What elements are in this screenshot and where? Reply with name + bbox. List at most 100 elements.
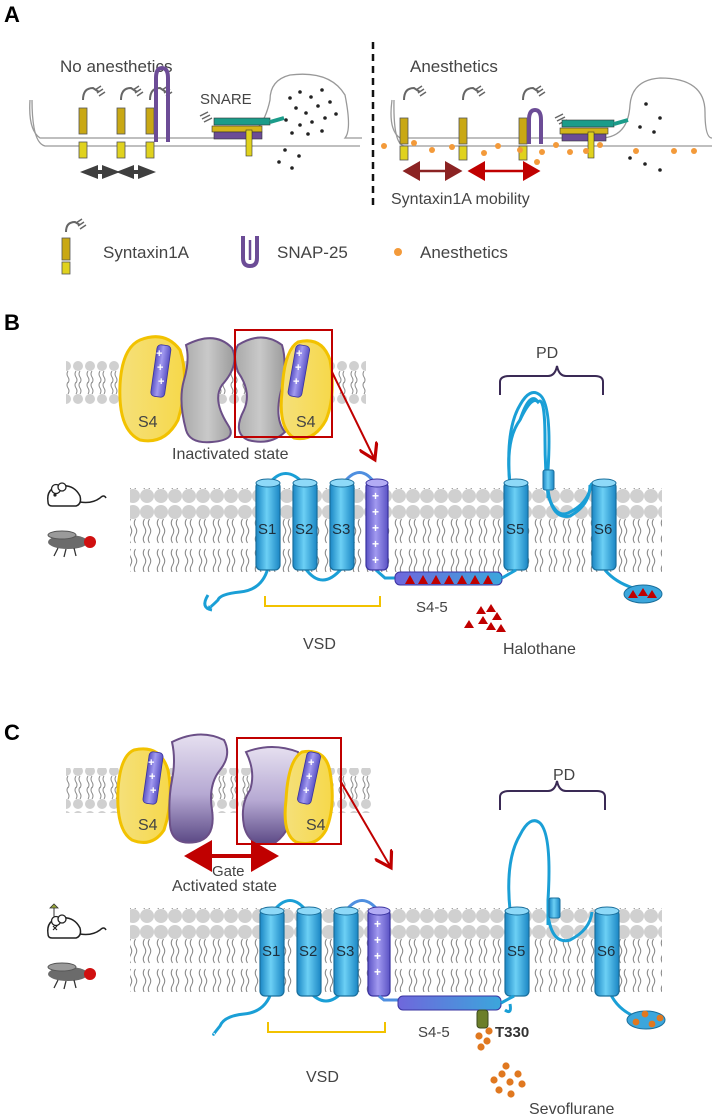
zoom-box-c (236, 737, 342, 845)
svg-text:+: + (148, 757, 154, 769)
helix-s4-c: + + + + (367, 906, 391, 997)
helix-s6-b: S6 (591, 478, 617, 571)
s4-5-linker-b: S4-5 (394, 568, 517, 616)
s4-right-c: + + + S4 (283, 749, 334, 845)
fly-icon (47, 962, 96, 990)
s4-left-b: + + + S4 (118, 335, 187, 443)
svg-text:+: + (306, 771, 312, 783)
helix-label-s1-b: S1 (258, 521, 276, 538)
s4-left-c: + + + S4 (116, 747, 172, 844)
svg-text:+: + (157, 362, 163, 374)
svg-text:+: + (150, 785, 156, 797)
svg-text:+: + (374, 917, 381, 931)
panel-b: B + + + S4 + + + S4 Inactivated state (4, 310, 663, 658)
svg-text:+: + (308, 757, 314, 769)
residue-label: T330 (495, 1024, 529, 1041)
s4-right-b: + + + S4 (279, 339, 334, 441)
zoom-box-b (234, 329, 333, 438)
snap25-legend-icon (241, 236, 259, 269)
zoom-arrow-b (331, 371, 374, 458)
anesthetics-title: Anesthetics (410, 57, 498, 76)
pore-helix-c (548, 897, 561, 919)
helix-s3-b: S3 (329, 478, 355, 571)
vsd-bracket-c (267, 1022, 386, 1033)
legend: Syntaxin1A SNAP-25 Anesthetics (61, 218, 508, 275)
pd-label-b: PD (536, 345, 558, 362)
syntaxin-legend-icon (61, 218, 87, 275)
panel-c: C + + + S4 + + + S4 Gate Activated state (4, 720, 666, 1117)
snare-complex-left: SNARE (199, 91, 285, 157)
helix-label-s6-b: S6 (594, 521, 612, 538)
s4-label-c-right: S4 (306, 817, 326, 834)
helix-s2-b: S2 (292, 478, 318, 571)
anesthetics-legend-icon (394, 248, 402, 256)
svg-text:+: + (293, 376, 299, 388)
helix-label-s5-c: S5 (507, 943, 525, 960)
sevoflurane-near-site (475, 1027, 493, 1051)
membrane-left (29, 73, 362, 147)
helix-s2-c: S2 (296, 906, 322, 997)
s4-label-b-right: S4 (296, 414, 316, 431)
helix-label-s3-b: S3 (332, 521, 350, 538)
helix-s5-c: S5 (504, 906, 530, 997)
svg-text:+: + (372, 553, 379, 567)
svg-text:+: + (156, 348, 162, 360)
cterm-site-c (626, 1010, 666, 1030)
gray-pore-b (180, 336, 287, 444)
gate-label: Gate (212, 863, 245, 880)
vsd-label-b: VSD (303, 636, 336, 653)
helix-label-s1-c: S1 (262, 943, 280, 960)
helix-label-s5-b: S5 (506, 521, 524, 538)
pd-bracket-c (499, 780, 606, 810)
inactivated-state-label: Inactivated state (172, 446, 289, 463)
panel-a: A No anesthetics Anesthetics (4, 2, 713, 275)
svg-text:+: + (372, 489, 379, 503)
svg-text:+: + (374, 965, 381, 979)
svg-text:+: + (295, 362, 301, 374)
sevoflurane-molecules (490, 1062, 526, 1098)
helix-label-s3-c: S3 (336, 943, 354, 960)
snare-label: SNARE (200, 91, 252, 108)
helix-s4-b: + + + + + (365, 478, 389, 571)
linker-label-c: S4-5 (418, 1024, 450, 1041)
svg-text:+: + (158, 376, 164, 388)
mouse-icon (47, 903, 107, 939)
s4-label-b-left: S4 (138, 414, 158, 431)
t330-residue: T330 (476, 1009, 529, 1041)
linker-label-b: S4-5 (416, 599, 448, 616)
helix-label-s2-c: S2 (299, 943, 317, 960)
svg-text:+: + (372, 521, 379, 535)
panel-letter-a: A (4, 2, 20, 27)
mobility-label: Syntaxin1A mobility (391, 191, 530, 208)
no-anesthetics-title: No anesthetics (60, 57, 172, 76)
svg-text:+: + (374, 949, 381, 963)
legend-anesthetics: Anesthetics (420, 243, 508, 262)
helix-s3-c: S3 (333, 906, 359, 997)
mouse-icon (47, 482, 107, 507)
big-membrane-b (130, 488, 662, 572)
zoom-arrow-c (340, 781, 390, 866)
legend-snap25: SNAP-25 (277, 243, 348, 262)
panel-letter-b: B (4, 310, 20, 335)
helix-label-s6-c: S6 (597, 943, 615, 960)
helix-s6-c: S6 (594, 906, 620, 997)
legend-syntaxin: Syntaxin1A (103, 243, 190, 262)
big-membrane-c (130, 908, 662, 992)
svg-text:+: + (149, 771, 155, 783)
panel-letter-c: C (4, 720, 20, 745)
activated-state-label: Activated state (172, 878, 277, 895)
sevoflurane-label: Sevoflurane (529, 1101, 614, 1117)
svg-text:+: + (374, 933, 381, 947)
helix-s1-c: S1 (259, 906, 285, 997)
s4-5-linker-c: S4-5 (378, 994, 515, 1041)
cterm-site-b (623, 584, 663, 604)
pd-label-c: PD (553, 767, 575, 784)
vsd-bracket-b (264, 596, 381, 607)
pd-loop-b (507, 391, 551, 498)
membrane-right (390, 77, 713, 147)
fly-icon (47, 530, 96, 558)
lavender-pore-c (168, 733, 302, 845)
pore-helix-b (542, 469, 555, 491)
vesicle-dots-right (628, 102, 662, 172)
halothane-molecules (464, 604, 506, 632)
